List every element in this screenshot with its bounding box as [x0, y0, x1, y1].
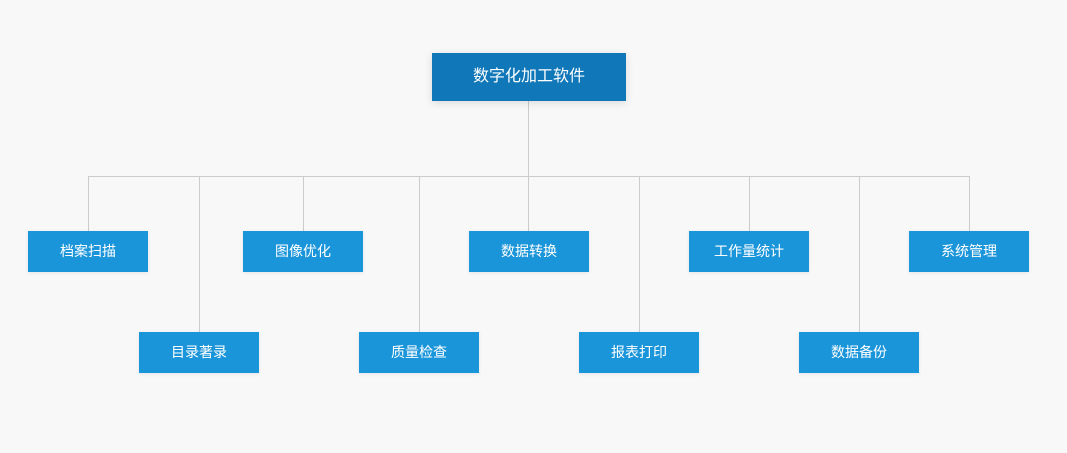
connector-line	[528, 176, 529, 231]
node-report-printing: 报表打印	[579, 332, 699, 373]
connector-line	[969, 176, 970, 231]
connector-line	[749, 176, 750, 231]
connector-rail	[88, 176, 970, 177]
node-data-conversion: 数据转换	[469, 231, 589, 272]
node-system-management: 系统管理	[909, 231, 1029, 272]
connector-line	[639, 176, 640, 332]
connector-line	[199, 176, 200, 332]
node-archive-scanning: 档案扫描	[28, 231, 148, 272]
node-image-optimization: 图像优化	[243, 231, 363, 272]
node-catalog-indexing: 目录著录	[139, 332, 259, 373]
connector-line	[303, 176, 304, 231]
connector-line	[419, 176, 420, 332]
node-quality-inspection: 质量检查	[359, 332, 479, 373]
connector-line	[88, 176, 89, 231]
connector-line	[859, 176, 860, 332]
node-workload-statistics: 工作量统计	[689, 231, 809, 272]
root-node-digitization-software: 数字化加工软件	[432, 53, 626, 101]
connector-stem	[528, 101, 529, 176]
node-data-backup: 数据备份	[799, 332, 919, 373]
